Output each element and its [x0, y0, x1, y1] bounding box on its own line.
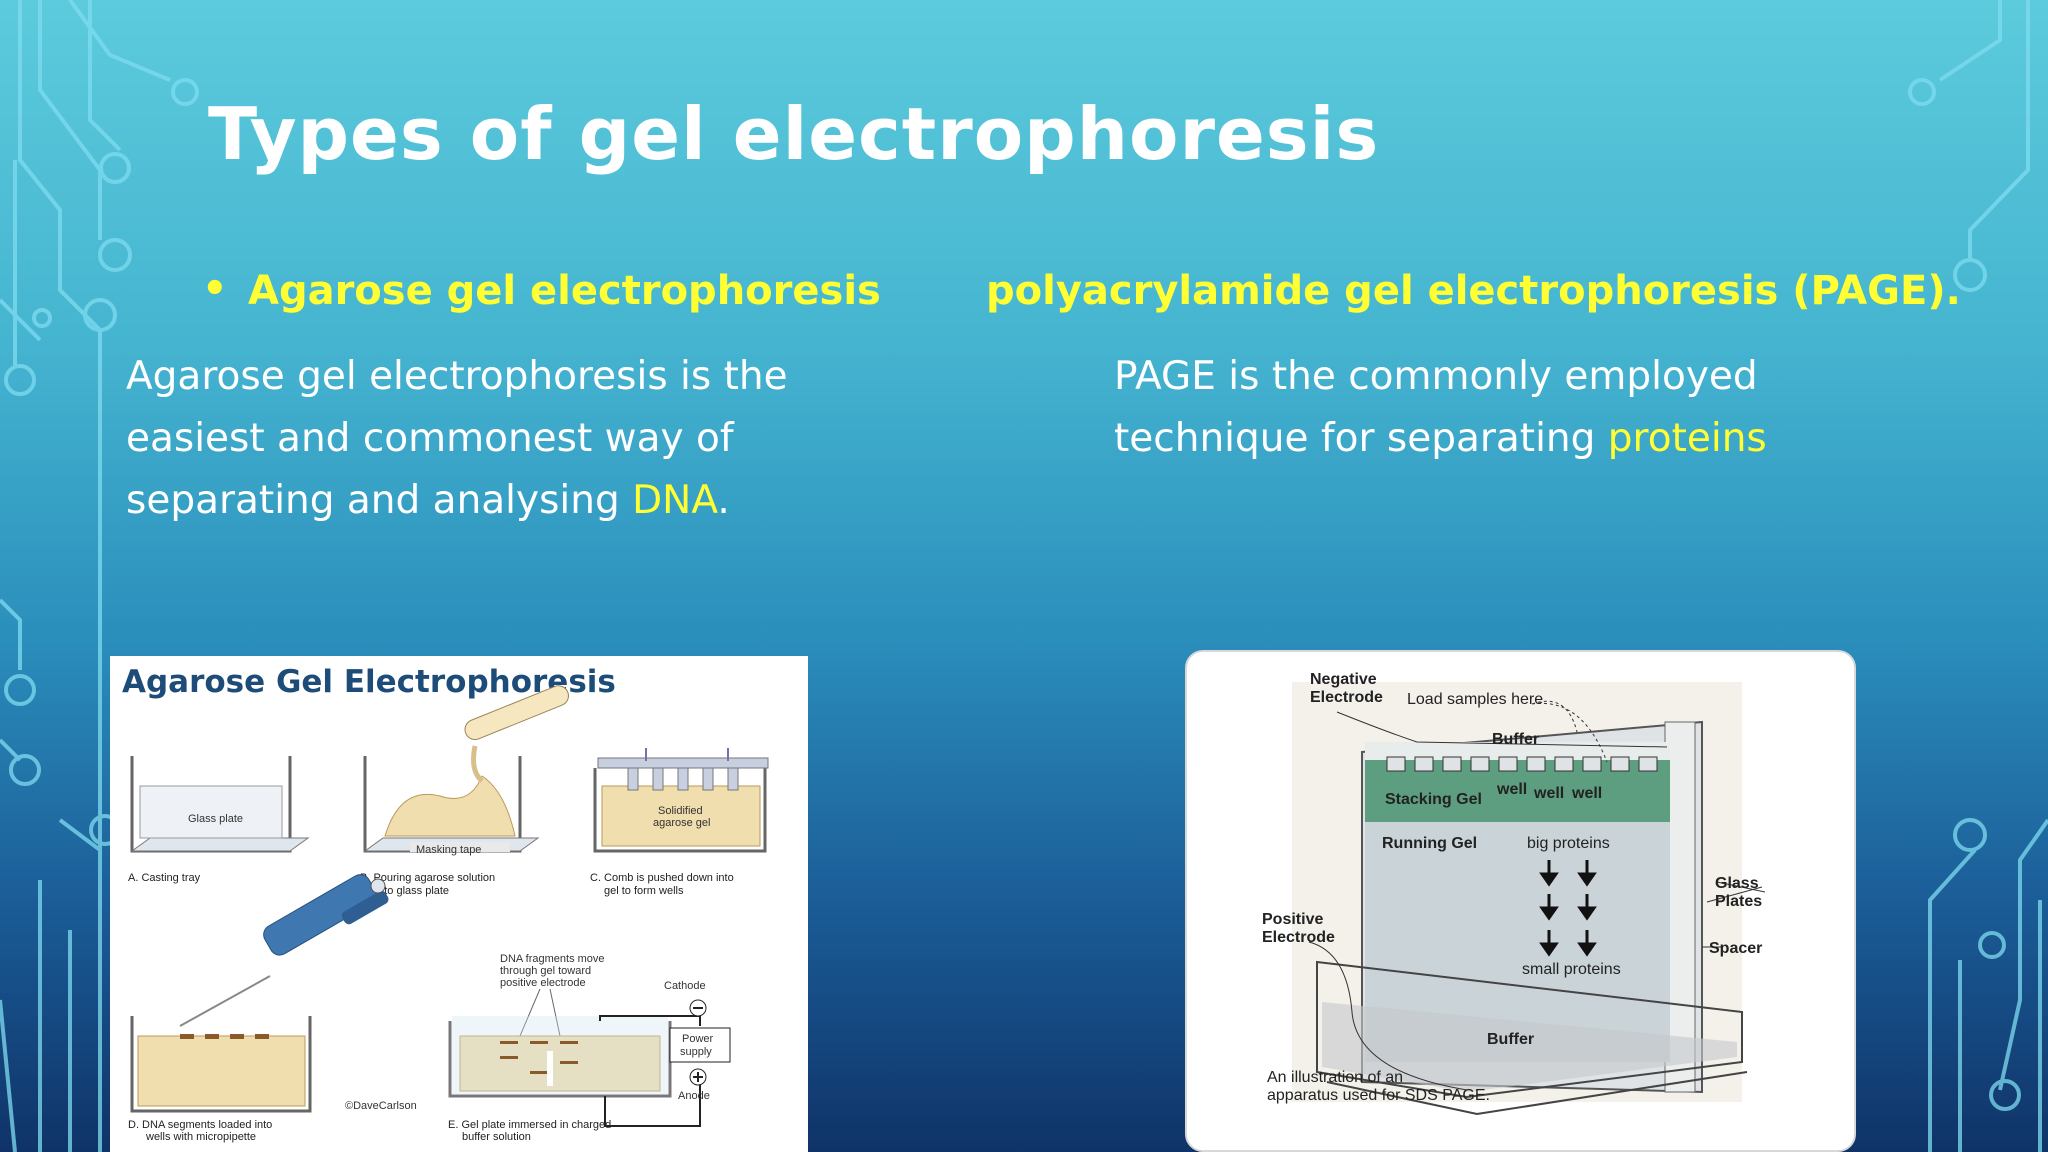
agarose-figure: Agarose Gel Electrophoresis Glass plate … — [110, 656, 808, 1152]
page-description-text: PAGE is the commonly employed technique … — [1114, 354, 1758, 461]
proteins-highlight: proteins — [1607, 416, 1767, 461]
cathode-label: Cathode — [664, 980, 706, 992]
caption-a: A. Casting tray — [128, 872, 201, 884]
small-proteins-label: small proteins — [1522, 961, 1621, 978]
page-caption-2: apparatus used for SDS PAGE. — [1267, 1087, 1490, 1104]
page-figure: Negative Electrode Load samples here Buf… — [1185, 650, 1856, 1152]
caption-b1: B. Pouring agarose solution — [360, 872, 495, 884]
glass-plate-label: Glass plate — [188, 813, 243, 825]
page-diagram: Negative Electrode Load samples here Buf… — [1262, 671, 1766, 1116]
positive-electrode-label-1: Positive — [1262, 911, 1323, 928]
page-description: PAGE is the commonly employed technique … — [1114, 346, 1914, 470]
positive-electrode-label-2: Electrode — [1262, 929, 1335, 946]
spacer-label: Spacer — [1709, 940, 1762, 957]
caption-e2: buffer solution — [462, 1131, 531, 1143]
pouring-illustration: Masking tape — [363, 685, 569, 856]
casting-tray-illustration: Glass plate — [130, 756, 310, 853]
glass-plates-label-1: Glass — [1715, 875, 1759, 892]
negative-electrode-label-2: Electrode — [1310, 689, 1383, 706]
well-label-3: well — [1571, 785, 1602, 802]
dna-move-label-3: positive electrode — [500, 977, 586, 989]
dna-move-label-1: DNA fragments move — [500, 953, 605, 965]
agarose-heading: • Agarose gel electrophoresis — [202, 266, 881, 314]
agarose-figure-title: Agarose Gel Electrophoresis — [122, 664, 616, 700]
agarose-description: Agarose gel electrophoresis is the easie… — [126, 346, 846, 532]
power-supply-label-2: supply — [680, 1046, 712, 1058]
running-gel-label: Running Gel — [1382, 835, 1477, 852]
negative-electrode-label-1: Negative — [1310, 671, 1377, 688]
solidified-label-1: Solidified — [658, 805, 703, 817]
agarose-heading-text: Agarose gel electrophoresis — [248, 268, 881, 314]
dna-move-label-2: through gel toward — [500, 965, 591, 977]
caption-e1: E. Gel plate immersed in charged — [448, 1119, 611, 1131]
running-illustration: DNA fragments move through gel toward po… — [448, 953, 731, 1127]
caption-d1: D. DNA segments loaded into — [128, 1119, 272, 1131]
solidified-label-2: agarose gel — [653, 817, 711, 829]
loading-illustration — [130, 874, 389, 1113]
caption-c1: C. Comb is pushed down into — [590, 872, 734, 884]
agarose-description-end: . — [717, 478, 730, 523]
caption-b2: onto glass plate — [372, 885, 449, 897]
glass-plates-label-2: Plates — [1715, 893, 1762, 910]
anode-label: Anode — [678, 1090, 710, 1102]
buffer-top-label: Buffer — [1492, 731, 1539, 748]
agarose-diagram: Agarose Gel Electrophoresis Glass plate … — [122, 664, 769, 1143]
caption-d2: wells with micropipette — [145, 1131, 256, 1143]
comb-illustration: Solidified agarose gel — [593, 748, 769, 853]
slide-title: Types of gel electrophoresis — [208, 92, 1380, 176]
credit-label: ©DaveCarlson — [345, 1100, 417, 1112]
big-proteins-label: big proteins — [1527, 835, 1610, 852]
page-caption-1: An illustration of an — [1267, 1069, 1403, 1086]
power-supply-label-1: Power — [682, 1033, 714, 1045]
well-label-1: well — [1496, 781, 1527, 798]
agarose-description-text: Agarose gel electrophoresis is the easie… — [126, 354, 788, 523]
dna-highlight: DNA — [632, 478, 718, 523]
well-label-2: well — [1533, 785, 1564, 802]
buffer-bottom-label: Buffer — [1487, 1031, 1534, 1048]
bullet-icon: • — [202, 266, 228, 312]
page-heading: polyacrylamide gel electrophoresis (PAGE… — [986, 268, 1961, 314]
stacking-gel-label: Stacking Gel — [1385, 791, 1482, 808]
load-samples-label: Load samples here — [1407, 691, 1543, 708]
caption-c2: gel to form wells — [604, 885, 684, 897]
masking-tape-label: Masking tape — [416, 844, 481, 856]
